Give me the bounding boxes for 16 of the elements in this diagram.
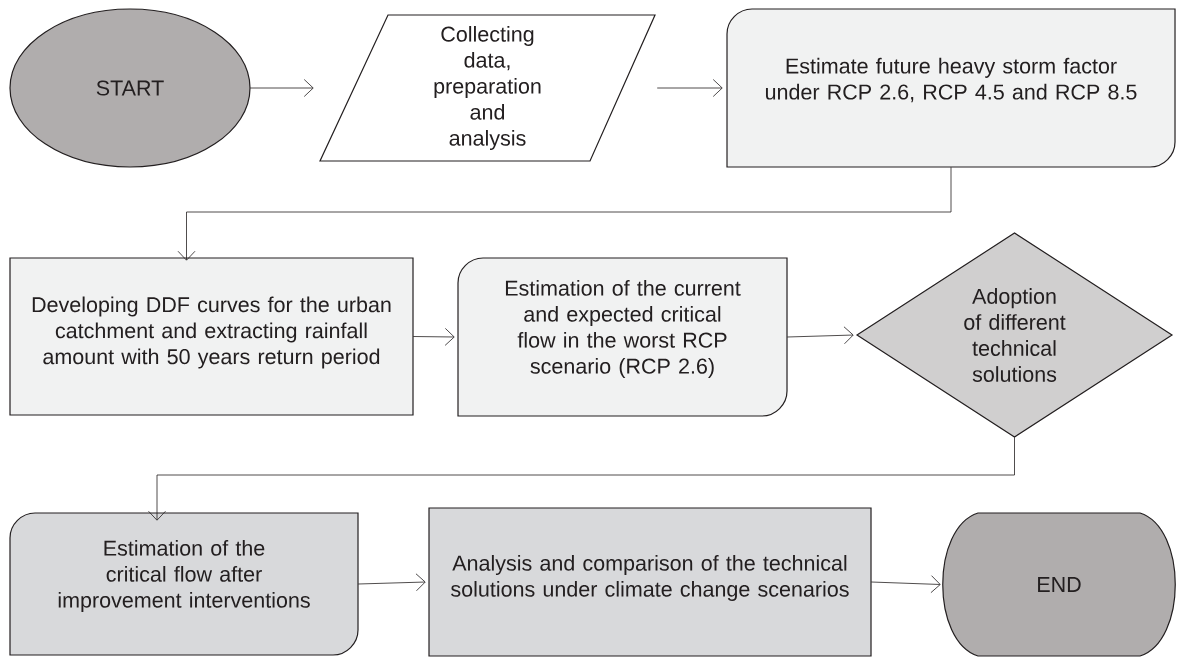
process-box: Estimate future heavy storm factor under RCP 2.6, RCP 4.5 and RCP 8.5 xyxy=(726,8,1176,168)
arrow xyxy=(249,79,314,97)
arrow xyxy=(177,166,952,261)
arrow xyxy=(786,326,854,345)
arrow xyxy=(412,328,455,346)
process-box: Estimation of the current and expected critical flow in the worst RCP scenario (RCP 2.6) xyxy=(457,257,788,417)
end-terminal: END xyxy=(942,512,1176,657)
data-parallelogram: Collecting data, preparation and analysis xyxy=(319,14,656,162)
arrow xyxy=(148,436,1015,521)
process-box: Estimation of the critical flow after improvement interventions xyxy=(9,512,359,656)
arrow xyxy=(870,575,941,594)
process-box: Analysis and comparison of the technical solutions under climate change scenarios xyxy=(428,507,872,657)
start-oval: START xyxy=(9,8,251,168)
arrow xyxy=(357,573,426,592)
process-box: Developing DDF curves for the urban catchment and extracting rainfall amount with 50 years return period xyxy=(9,257,414,416)
arrow xyxy=(656,79,723,97)
